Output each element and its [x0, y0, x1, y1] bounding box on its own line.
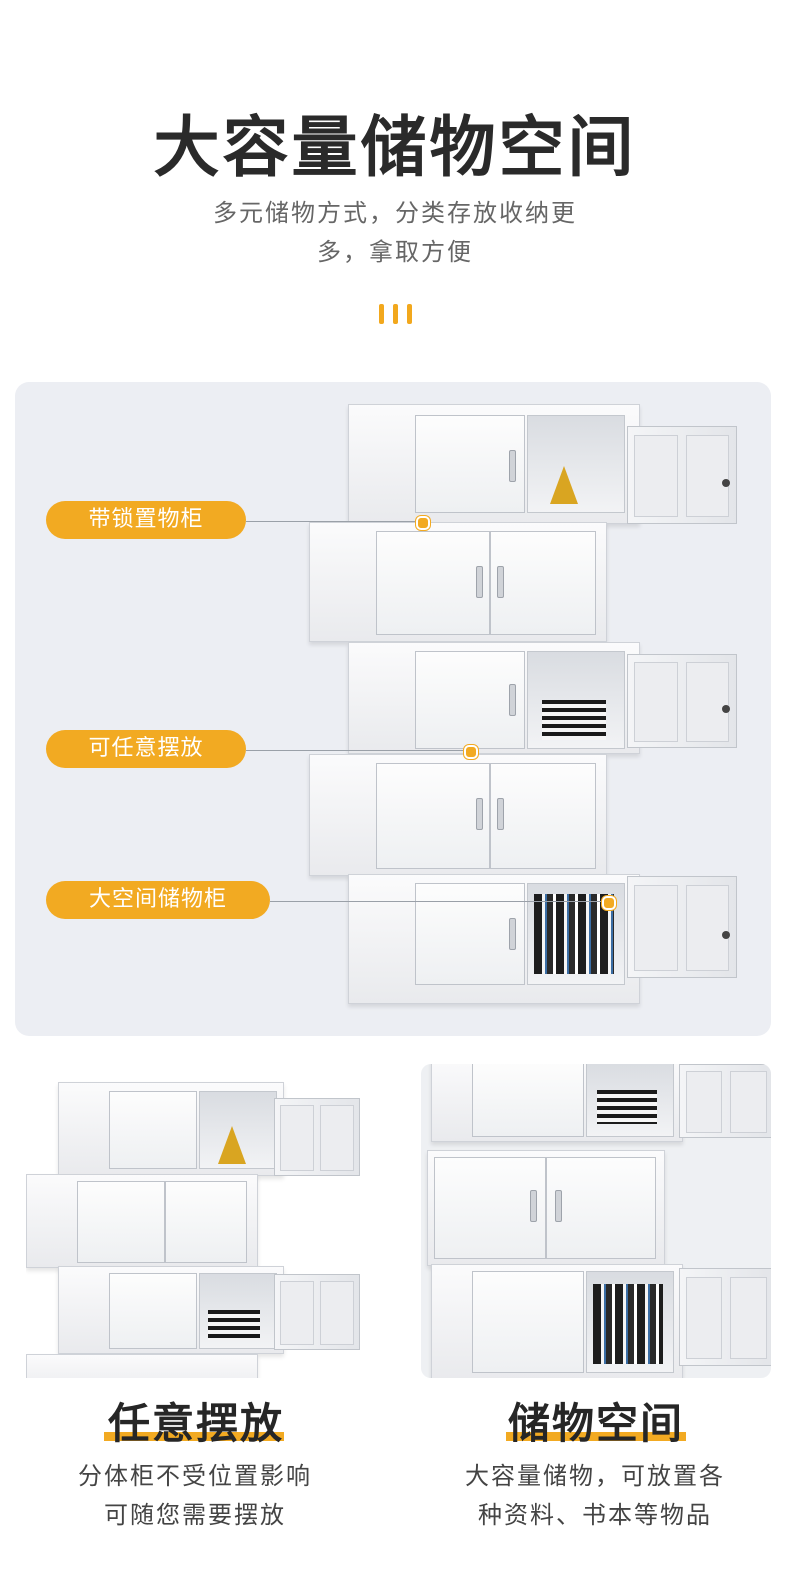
- open-compartment: [199, 1273, 277, 1349]
- callout-dot: [602, 896, 616, 910]
- cabinet-3: [348, 642, 640, 754]
- open-compartment: [586, 1064, 674, 1137]
- cabinet-door-left: [434, 1157, 546, 1259]
- handle-icon: [476, 798, 483, 830]
- handle-icon: [476, 566, 483, 598]
- callout-large: 大空间储物柜: [46, 881, 270, 919]
- callout-dot: [464, 745, 478, 759]
- feature-caption-storage-1: 大容量储物，可放置各: [465, 1462, 725, 1490]
- lock-icon: [722, 931, 730, 939]
- open-compartment: [527, 415, 625, 513]
- cabinet-door: [109, 1273, 197, 1349]
- handle-icon: [530, 1190, 537, 1222]
- photo-storage: [421, 1064, 771, 1378]
- title-highlight: [506, 1432, 686, 1441]
- cabinet-door: [415, 883, 525, 985]
- cabinet-1: [348, 404, 640, 524]
- cabinet-door: [415, 415, 525, 513]
- cabinet: [431, 1064, 683, 1142]
- subtitle-line-2: 多，拿取方便: [317, 238, 473, 266]
- cabinet-door: [109, 1091, 197, 1169]
- cabinet-door-right: [490, 763, 596, 869]
- cabinet: [431, 1264, 683, 1378]
- callout-lockable: 带锁置物柜: [46, 501, 246, 539]
- accent-bars-icon: [379, 304, 413, 324]
- cabinet-door-left: [376, 763, 490, 869]
- cabinet-door-right: [490, 531, 596, 635]
- feature-title-storage: 储物空间: [507, 1399, 684, 1448]
- cabinet: [427, 1150, 665, 1266]
- handle-icon: [555, 1190, 562, 1222]
- cabinet-door: [472, 1271, 584, 1373]
- page-title: 大容量储物空间: [153, 109, 637, 186]
- deer-ornament: [550, 466, 578, 504]
- cabinet-door-right: [546, 1157, 656, 1259]
- lock-icon: [722, 479, 730, 487]
- callout-line: [246, 521, 418, 522]
- feature-caption-flexible-1: 分体柜不受位置影响: [78, 1462, 312, 1490]
- open-compartment: [527, 651, 625, 749]
- feature-caption-storage-2: 种资料、书本等物品: [478, 1501, 712, 1529]
- open-compartment: [199, 1091, 277, 1169]
- open-door: [274, 1274, 360, 1350]
- lock-icon: [722, 705, 730, 713]
- open-door: [679, 1268, 771, 1366]
- callout-line: [270, 901, 604, 902]
- cabinet-door-right: [165, 1181, 247, 1263]
- cabinet-door: [415, 651, 525, 749]
- books: [534, 894, 614, 974]
- handle-icon: [509, 918, 516, 950]
- open-door: [627, 654, 737, 748]
- open-door: [627, 876, 737, 978]
- open-door: [627, 426, 737, 524]
- cabinet: [58, 1082, 284, 1176]
- cabinet: [58, 1266, 284, 1354]
- cabinet-2: [309, 522, 607, 642]
- cabinet-door-left: [376, 531, 490, 635]
- product-panel: 带锁置物柜 可任意摆放 大空间储物柜: [15, 382, 771, 1036]
- callout-line: [246, 750, 466, 751]
- subtitle-line-1: 多元储物方式，分类存放收纳更: [213, 199, 577, 227]
- cabinet: [26, 1354, 258, 1378]
- title-highlight: [104, 1432, 284, 1441]
- magazine-stack: [597, 1090, 657, 1124]
- cabinet-door: [472, 1064, 584, 1137]
- handle-icon: [497, 798, 504, 830]
- feature-caption-flexible-2: 可随您需要摆放: [104, 1501, 286, 1529]
- magazine-stack: [208, 1310, 260, 1340]
- cabinet-door-left: [77, 1181, 165, 1263]
- magazine-stack: [542, 700, 606, 740]
- open-compartment: [586, 1271, 674, 1373]
- books: [593, 1284, 663, 1364]
- open-door: [679, 1064, 771, 1138]
- cabinet: [26, 1174, 258, 1268]
- handle-icon: [509, 684, 516, 716]
- photo-flexible: [26, 1064, 366, 1378]
- callout-flexible: 可任意摆放: [46, 730, 246, 768]
- handle-icon: [509, 450, 516, 482]
- cabinet-5: [348, 874, 640, 1004]
- feature-title-flexible: 任意摆放: [107, 1399, 284, 1448]
- cabinet-4: [309, 754, 607, 876]
- handle-icon: [497, 566, 504, 598]
- deer-ornament: [218, 1126, 246, 1164]
- open-door: [274, 1098, 360, 1176]
- callout-dot: [416, 516, 430, 530]
